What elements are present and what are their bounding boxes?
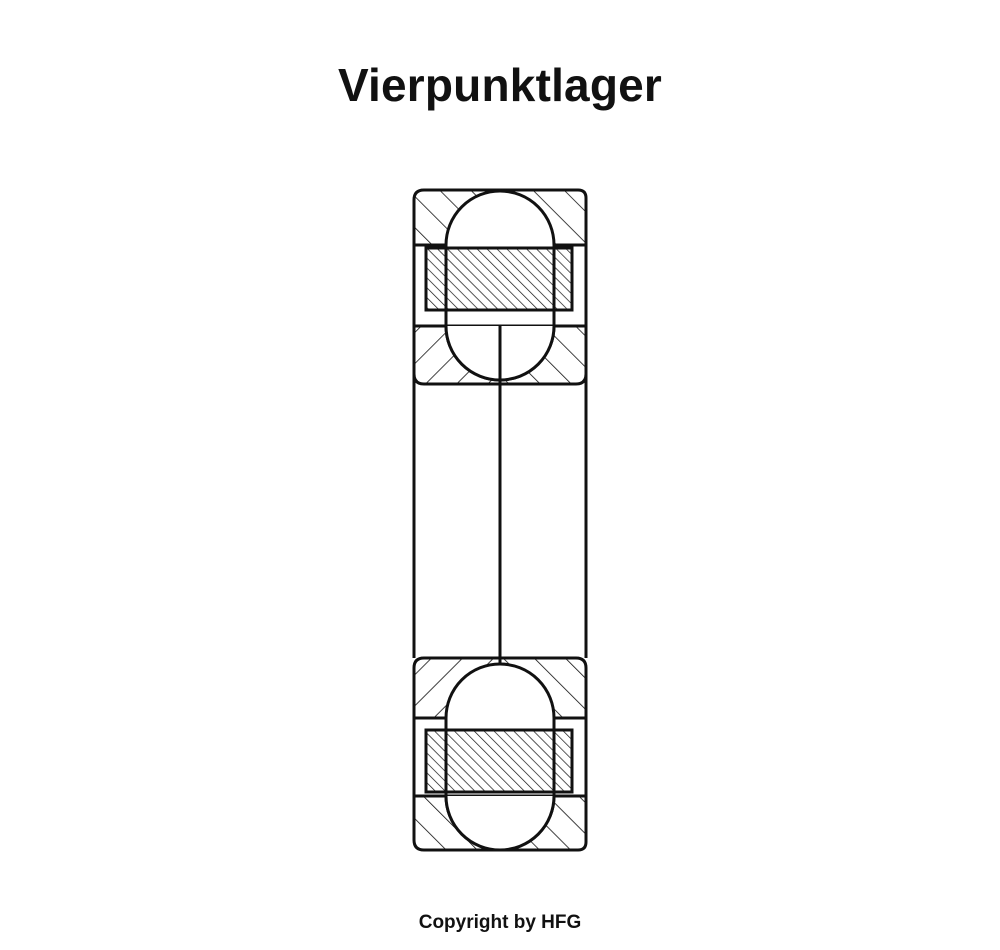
lower-bearing-section bbox=[412, 656, 588, 852]
diagram-title: Vierpunktlager bbox=[337, 59, 663, 111]
copyright-notice: Copyright by HFG bbox=[418, 912, 582, 933]
upper-cage bbox=[424, 246, 574, 312]
lower-cage bbox=[424, 728, 574, 794]
